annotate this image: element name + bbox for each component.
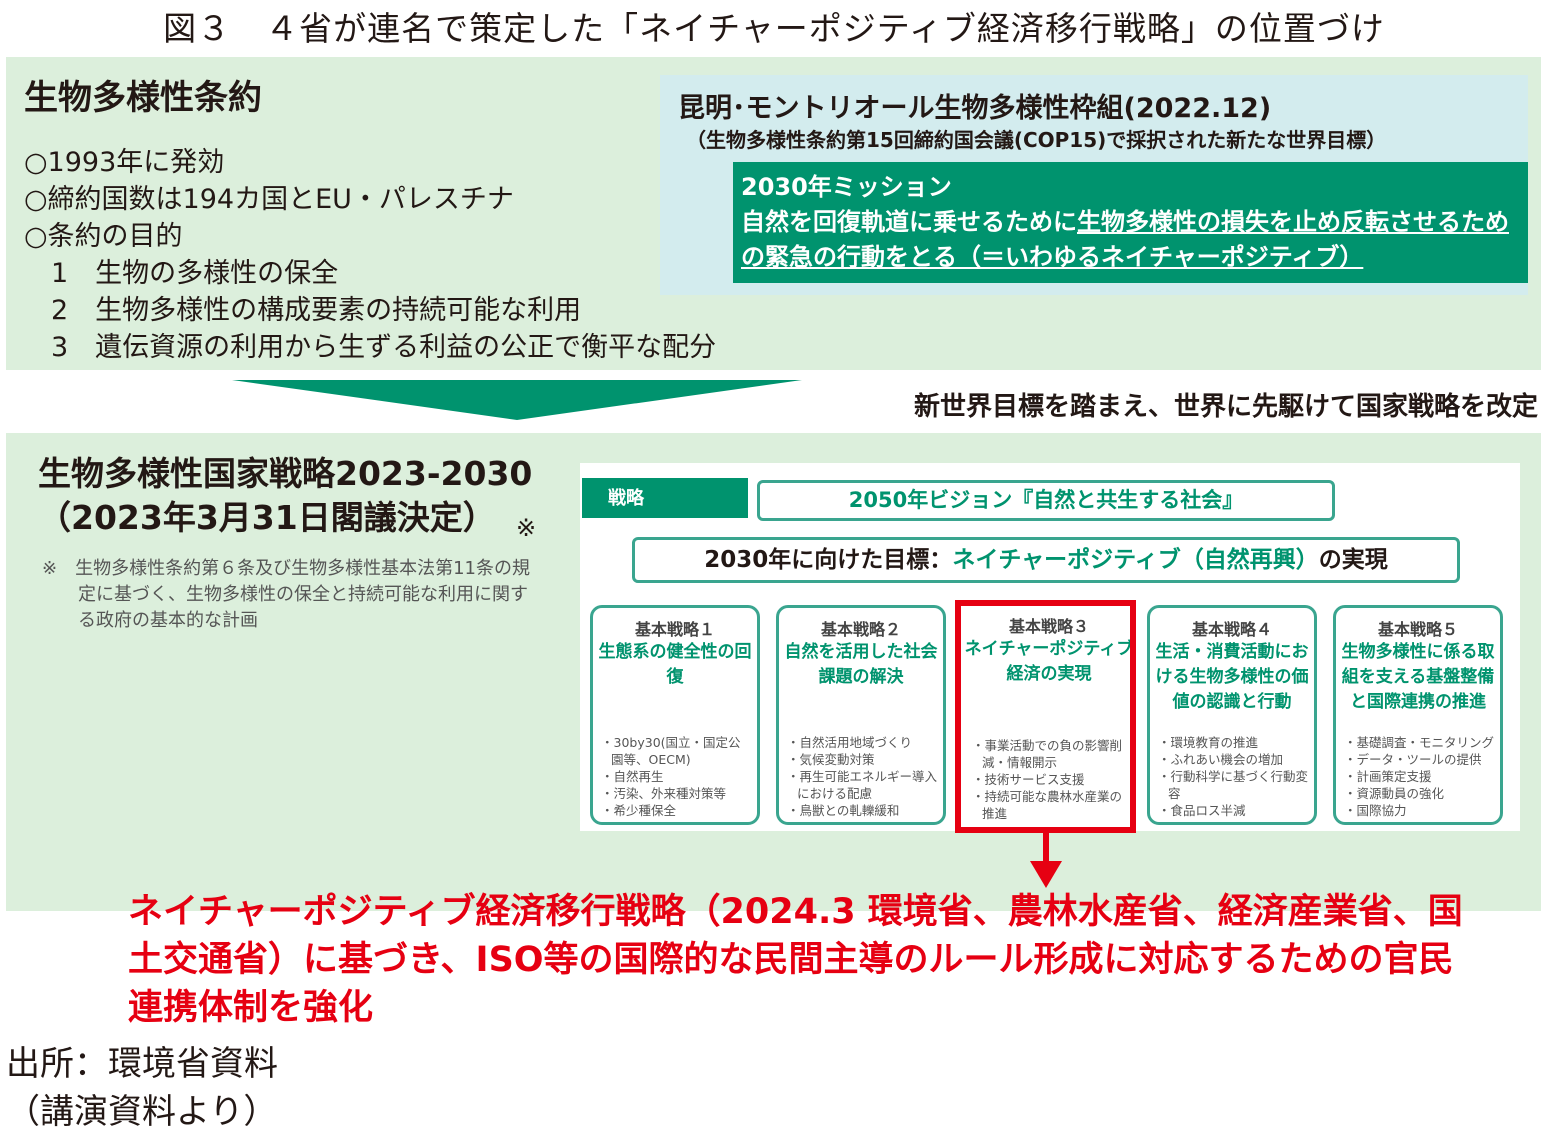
strategy-name: 自然を活用した社会課題の解決 [784,642,938,687]
strategy-item-text: データ・ツールの提供 [1356,752,1482,767]
nbsap-title: 生物多様性国家戦略2023-2030 （2023年3月31日閣議決定） [38,452,532,540]
note-text: 生物多様性条約第６条及び生物多様性基本法第11条の規定に基づく、生物多様性の保全… [75,558,530,631]
strategy-heading: 基本戦略３ [1008,617,1089,636]
strategy-item: ・計画策定支援 [1344,769,1432,784]
strategy-box-5: 基本戦略５ 生物多様性に係る取組を支える基盤整備と国際連携の推進・基礎調査・モニタ… [1333,605,1503,825]
source: 出所：環境省資料 （講演資料より） [6,1040,278,1136]
footnote-mark: ※ [516,514,537,542]
cbd-line: ○条約の目的 [24,221,183,252]
strategy-name: 生物多様性に係る取組を支える基盤整備と国際連携の推進 [1341,642,1495,712]
strategy-heading: 基本戦略２ [820,620,901,639]
target-box: 2030年に向けた目標：ネイチャーポジティブ（自然再興）の実現 [632,537,1460,583]
strategy-box-1: 基本戦略１ 生態系の健全性の回復・30by30(国立・国定公園等、OECM) ・自然… [590,605,760,825]
strategy-item: ・ふれあい機会の増加 [1158,752,1284,767]
strategy-item-text: 持続可能な農林水産業の推進 [982,789,1123,821]
strategy-items: ・自然活用地域づくり・気候変動対策・再生可能エネルギー導入における配慮・鳥獣との… [787,734,939,819]
down-arrow-icon [232,380,802,420]
strategy-item: ・国際協力 [1344,803,1407,818]
strategy-items: ・環境教育の推進・ふれあい機会の増加・行動科学に基づく行動変容・食品ロス半減 [1158,734,1310,819]
source-line: 出所：環境省資料 [6,1044,278,1084]
strategy-item: ・環境教育の推進 [1158,735,1259,750]
strategy-item-text: 事業活動での負の影響削減・情報開示 [982,738,1123,770]
strategy-item-text: 資源動員の強化 [1356,786,1445,801]
red-arrow-icon [1030,833,1062,888]
vision-box: 2050年ビジョン『自然と共生する社会』 [757,480,1335,521]
strategy-item-text: 環境教育の推進 [1170,735,1259,750]
nbsap-title-date: （2023年3月31日閣議決定） [38,498,496,537]
strategy-item: ・データ・ツールの提供 [1344,752,1482,767]
strategy-item: ・事業活動での負の影響削減・情報開示 [972,738,1123,770]
strategy-box-4: 基本戦略４ 生活・消費活動における生物多様性の価値の認識と行動・環境教育の推進・ふ… [1147,605,1317,825]
strategy-items: ・基礎調査・モニタリング・データ・ツールの提供・計画策定支援・資源動員の強化・国… [1344,734,1496,819]
mission-heading: 2030年ミッション [741,173,952,201]
strategy-box-3: 基本戦略３ ネイチャーポジティブ経済の実現・事業活動での負の影響削減・情報開示・技… [964,605,1134,825]
strategy-name: 生活・消費活動における生物多様性の価値の認識と行動 [1155,642,1309,712]
strategy-item-text: 気候変動対策 [799,752,875,767]
cbd-line: ○締約国数は194カ国とEU・パレスチナ [24,184,514,215]
kunming-title: 昆明･モントリオール生物多様性枠組(2022.12) [678,93,1272,124]
figure-title: 図３ ４省が連名で策定した「ネイチャーポジティブ経済移行戦略」の位置づけ [163,9,1385,48]
mission-box: 2030年ミッション 自然を回復軌道に乗せるために生物多様性の損失を止め反転させ… [733,162,1528,283]
target-prefix: 2030年に向けた目標： [704,547,953,573]
strategy-item: ・30by30(国立・国定公園等、OECM) [601,735,741,767]
strategy-item: ・基礎調査・モニタリング [1344,735,1495,750]
strategy-item: ・行動科学に基づく行動変容 [1158,769,1309,801]
strategy-item-text: ふれあい機会の増加 [1170,752,1284,767]
strategy-item-text: 鳥獣との軋轢緩和 [799,803,900,818]
strategy-item: ・自然再生 [601,769,664,784]
strategy-box-2: 基本戦略２ 自然を活用した社会課題の解決・自然活用地域づくり・気候変動対策・再生可… [776,605,946,825]
source-note: （講演資料より） [6,1092,278,1132]
strategy-item-text: 基礎調査・モニタリング [1356,735,1495,750]
strategy-name: ネイチャーポジティブ経済の実現 [964,639,1134,684]
mission-text: 自然を回復軌道に乗せるために [741,208,1077,236]
note-mark: ※ [42,558,58,579]
cbd-line: 3 遺伝資源の利用から生ずる利益の公正で衡平な配分 [24,332,717,363]
strategy-item-text: 汚染、外来種対策等 [613,786,727,801]
strategy-label: 戦略 [582,478,748,518]
strategy-item: ・技術サービス支援 [972,772,1085,787]
strategy-item: ・持続可能な農林水産業の推進 [972,789,1123,821]
strategy-item: ・希少種保全 [601,803,677,818]
strategy-item-text: 30by30(国立・国定公園等、OECM) [611,735,741,767]
kunming-subtitle: （生物多様性条約第15回締約国会議(COP15)で採択された新たな世界目標） [686,128,1387,152]
cbd-line: ○1993年に発効 [24,147,225,178]
strategy-heading: 基本戦略５ [1377,620,1458,639]
strategy-heading: 基本戦略１ [634,620,715,639]
revised-note: 新世界目標を踏まえ、世界に先駆けて国家戦略を改定 [913,392,1538,422]
cbd-line: 1 生物の多様性の保全 [24,258,339,289]
strategy-item: ・資源動員の強化 [1344,786,1445,801]
strategy-item-text: 自然活用地域づくり [799,735,913,750]
strategy-item: ・気候変動対策 [787,752,875,767]
strategy-name: 生態系の健全性の回復 [598,642,752,687]
strategy-item-text: 再生可能エネルギー導入における配慮 [797,769,938,801]
target-highlight: ネイチャーポジティブ（自然再興） [952,547,1319,573]
strategy-heading: 基本戦略４ [1191,620,1272,639]
strategy-item-text: 計画策定支援 [1356,769,1432,784]
nbsap-title-main: 生物多様性国家戦略2023-2030 [38,454,533,493]
strategy-item-text: 食品ロス半減 [1170,803,1246,818]
footnote: ※ 生物多様性条約第６条及び生物多様性基本法第11条の規定に基づく、生物多様性の… [42,556,542,634]
strategy-item-text: 希少種保全 [613,803,677,818]
strategy-item: ・自然活用地域づくり [787,735,913,750]
cbd-title: 生物多様性条約 [24,78,262,118]
mission-underlined: 生物多様性の損失を止め反転させるための緊急の行動をとる（＝いわゆるネイチャーポジ… [741,208,1509,271]
strategy-item-text: 国際協力 [1356,803,1407,818]
cbd-line: 2 生物多様性の構成要素の持続可能な利用 [24,295,582,326]
strategy-item-text: 技術サービス支援 [984,772,1085,787]
strategy-item: ・汚染、外来種対策等 [601,786,727,801]
strategy-items: ・30by30(国立・国定公園等、OECM) ・自然再生・汚染、外来種対策等・希少… [601,734,753,819]
strategy-item-text: 行動科学に基づく行動変容 [1168,769,1309,801]
strategy-items: ・事業活動での負の影響削減・情報開示・技術サービス支援・持続可能な農林水産業の推… [972,737,1130,822]
highlight-frame [955,600,1136,833]
conclusion-text: ネイチャーポジティブ経済移行戦略（2024.3 環境省、農林水産省、経済産業省、… [128,892,1463,1028]
target-suffix: の実現 [1318,547,1388,573]
strategy-item: ・食品ロス半減 [1158,803,1246,818]
strategy-item: ・鳥獣との軋轢緩和 [787,803,900,818]
strategy-item: ・再生可能エネルギー導入における配慮 [787,769,938,801]
strategy-item-text: 自然再生 [613,769,664,784]
